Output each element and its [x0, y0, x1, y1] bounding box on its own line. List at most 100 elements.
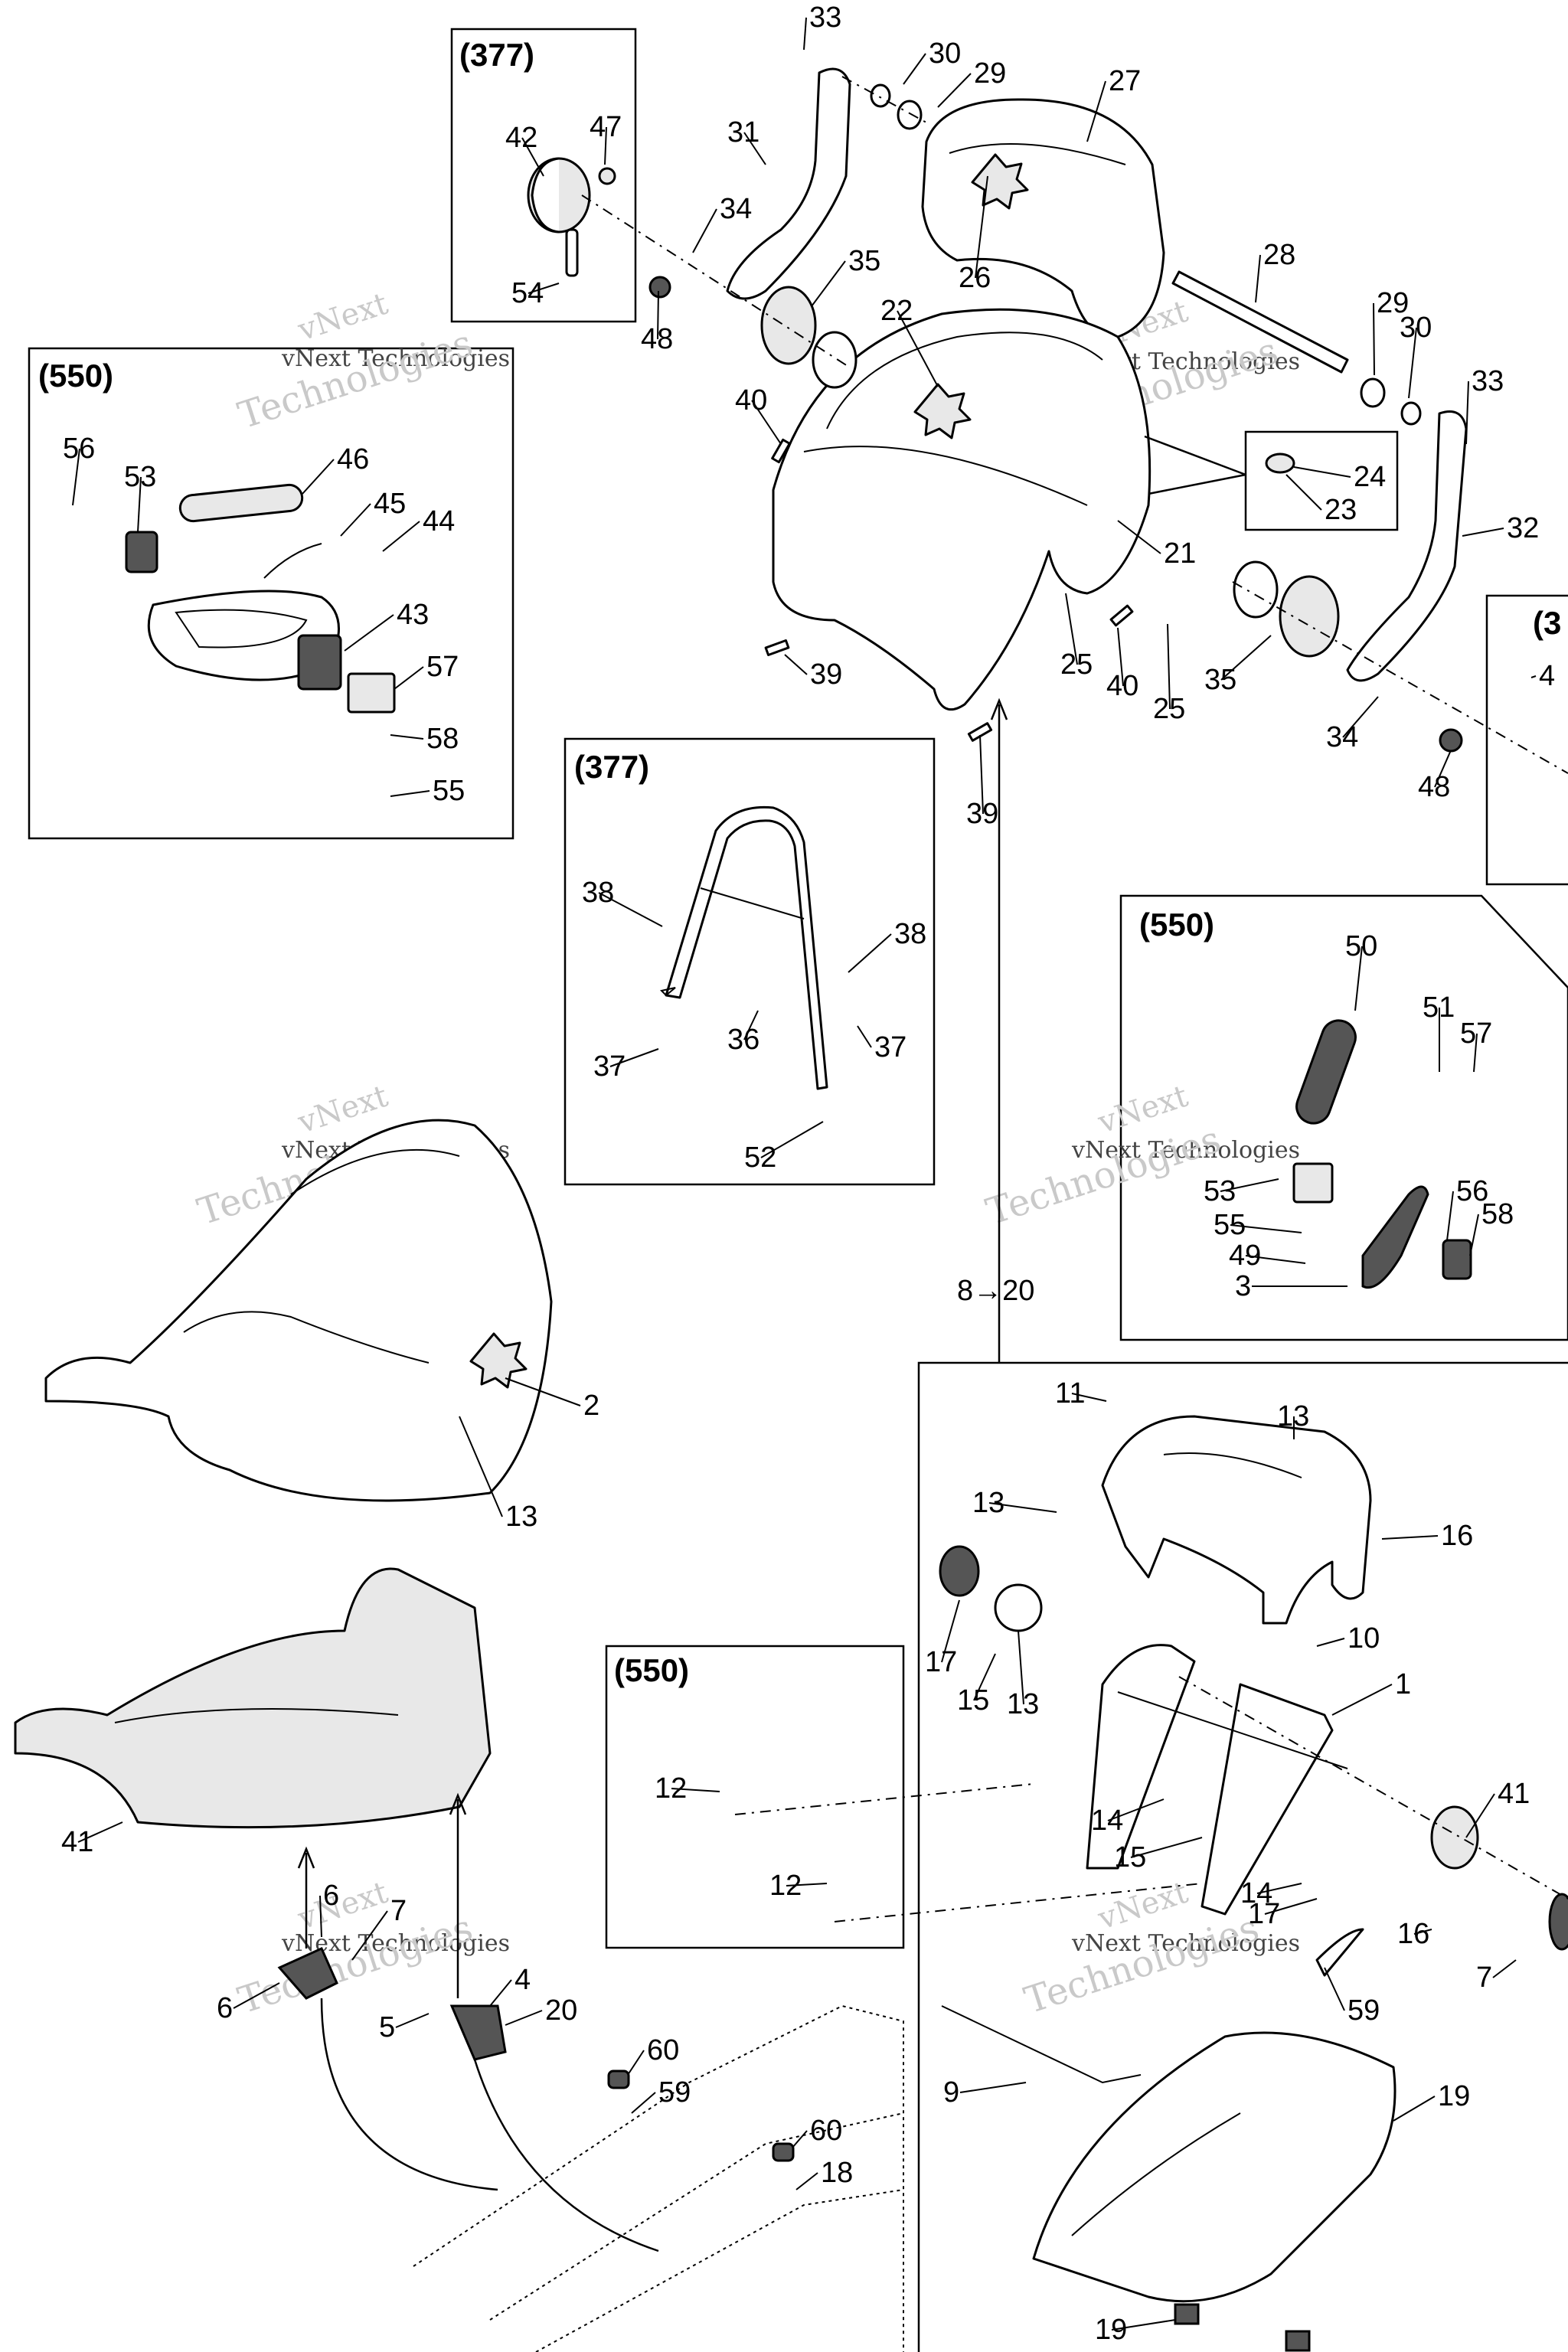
leader-12 — [786, 1883, 828, 1886]
leader-55 — [390, 790, 430, 797]
group-box-550-right — [1119, 894, 1568, 1341]
callout-10: 10 — [1348, 1622, 1380, 1655]
seat-base-1-line — [114, 1708, 399, 1723]
group-label-550-bottom: (550) — [614, 1652, 689, 1688]
svg-text:vNext: vNext — [293, 286, 392, 348]
callout-21: 21 — [1164, 537, 1196, 570]
gear-35-right — [1233, 560, 1279, 619]
nut-47-shape — [598, 167, 616, 185]
svg-text:Technologies: Technologies — [233, 322, 477, 437]
foot-19-left — [1174, 2303, 1200, 2325]
arrow-inset-23 — [1148, 473, 1246, 495]
arrow-5-frame — [473, 2059, 659, 2252]
leader-13 — [988, 1502, 1057, 1513]
leader-60 — [627, 2050, 645, 2076]
hub-35-right — [1279, 575, 1340, 658]
sissy-bar-36-foot — [660, 987, 676, 997]
callout-38: 38 — [894, 918, 926, 950]
callout-42: 42 — [505, 122, 537, 154]
callout-33: 33 — [1472, 365, 1504, 397]
leader-1 — [1331, 1684, 1393, 1716]
callout-2: 2 — [583, 1390, 599, 1422]
leader-40 — [1117, 627, 1124, 687]
leader-14 — [1107, 1798, 1165, 1821]
callout-20: 20 — [545, 1994, 577, 2027]
group-box-550-bottom — [605, 1645, 905, 1949]
leader-39 — [784, 654, 808, 675]
frame-10-shape — [1086, 1644, 1334, 1916]
plate-15-right — [1430, 1805, 1479, 1870]
plate-15-left — [994, 1583, 1043, 1632]
callout-16: 16 — [1397, 1918, 1429, 1950]
cap-48-right — [1439, 728, 1463, 753]
callout-58: 58 — [1481, 1198, 1514, 1230]
seat-cover-21-stitch2 — [826, 332, 1103, 430]
pin-54-shape — [565, 228, 579, 277]
callout-46: 46 — [337, 443, 369, 475]
callout-57: 57 — [426, 651, 459, 683]
leader-31 — [743, 132, 766, 165]
knob-42-face — [531, 157, 560, 234]
cap-48-left — [648, 276, 671, 299]
cap-23-shape — [1265, 452, 1295, 474]
callout-33: 33 — [809, 2, 841, 34]
leader-22 — [897, 310, 939, 387]
callout-15: 15 — [1114, 1841, 1146, 1873]
callout-53: 53 — [1204, 1175, 1236, 1207]
group-label-550-right: (550) — [1139, 906, 1214, 942]
callout-19: 19 — [1438, 2080, 1470, 2112]
callout-38: 38 — [582, 877, 614, 909]
arrow-5-to-1 — [449, 1792, 467, 1998]
leader-2 — [505, 1377, 581, 1406]
leader-36 — [743, 1010, 759, 1040]
leader-19 — [1393, 2096, 1436, 2122]
leader-28 — [1255, 254, 1261, 303]
reference-8-20: 8→20 — [957, 1275, 1034, 1307]
rod-28-shape — [1171, 270, 1349, 374]
callout-39: 39 — [810, 658, 842, 691]
callout-1: 1 — [1395, 1668, 1411, 1700]
leader-7 — [351, 1910, 388, 1961]
axis-line-right — [1232, 581, 1568, 774]
callout-59: 59 — [1348, 1994, 1380, 2027]
leader-44 — [382, 521, 420, 552]
callout-44: 44 — [423, 505, 455, 537]
leader-23 — [1285, 474, 1322, 511]
seat-2-stitch2 — [290, 1148, 460, 1195]
leader-14 — [1256, 1883, 1302, 1894]
leader-15 — [1130, 1837, 1203, 1858]
leader-5 — [395, 2013, 430, 2028]
callout-22: 22 — [880, 295, 913, 327]
callout-11: 11 — [1055, 1377, 1085, 1410]
leader-15 — [973, 1653, 996, 1701]
callout-4: 4 — [514, 1964, 531, 1996]
leader-41 — [1465, 1793, 1495, 1838]
leader-57 — [394, 666, 424, 690]
callout-14: 14 — [1091, 1805, 1123, 1837]
group-box-clipped-right — [1485, 594, 1568, 886]
axis-line-left — [581, 194, 851, 368]
leader-53 — [137, 476, 142, 533]
callout-leaders — [72, 17, 1537, 2331]
callout-31: 31 — [727, 116, 760, 149]
sissy-bar-36-cross — [700, 887, 805, 920]
group-box-frame-right — [917, 1361, 1568, 2352]
tray-9-shape — [1032, 2031, 1396, 2303]
leader-18 — [795, 2172, 818, 2190]
leader-33 — [803, 17, 807, 51]
pin-39-left — [764, 639, 790, 656]
leader-6 — [319, 1895, 322, 1938]
leader-54 — [528, 283, 560, 294]
callout-24: 24 — [1354, 461, 1386, 493]
group-box-377-top — [450, 28, 637, 323]
callout-48: 48 — [641, 323, 673, 355]
wire-45 — [263, 543, 322, 579]
cable-18-shape — [941, 2005, 1142, 2084]
washer-30-left — [870, 83, 891, 108]
leader-48 — [1434, 750, 1452, 788]
watermark-bottom-left: vNext vNext Technologies Technologies — [233, 1875, 510, 2023]
callout-56: 56 — [1456, 1175, 1488, 1207]
leader-26 — [975, 175, 988, 279]
tray-9-line — [1071, 2112, 1241, 2236]
callout-41: 41 — [1498, 1778, 1530, 1810]
